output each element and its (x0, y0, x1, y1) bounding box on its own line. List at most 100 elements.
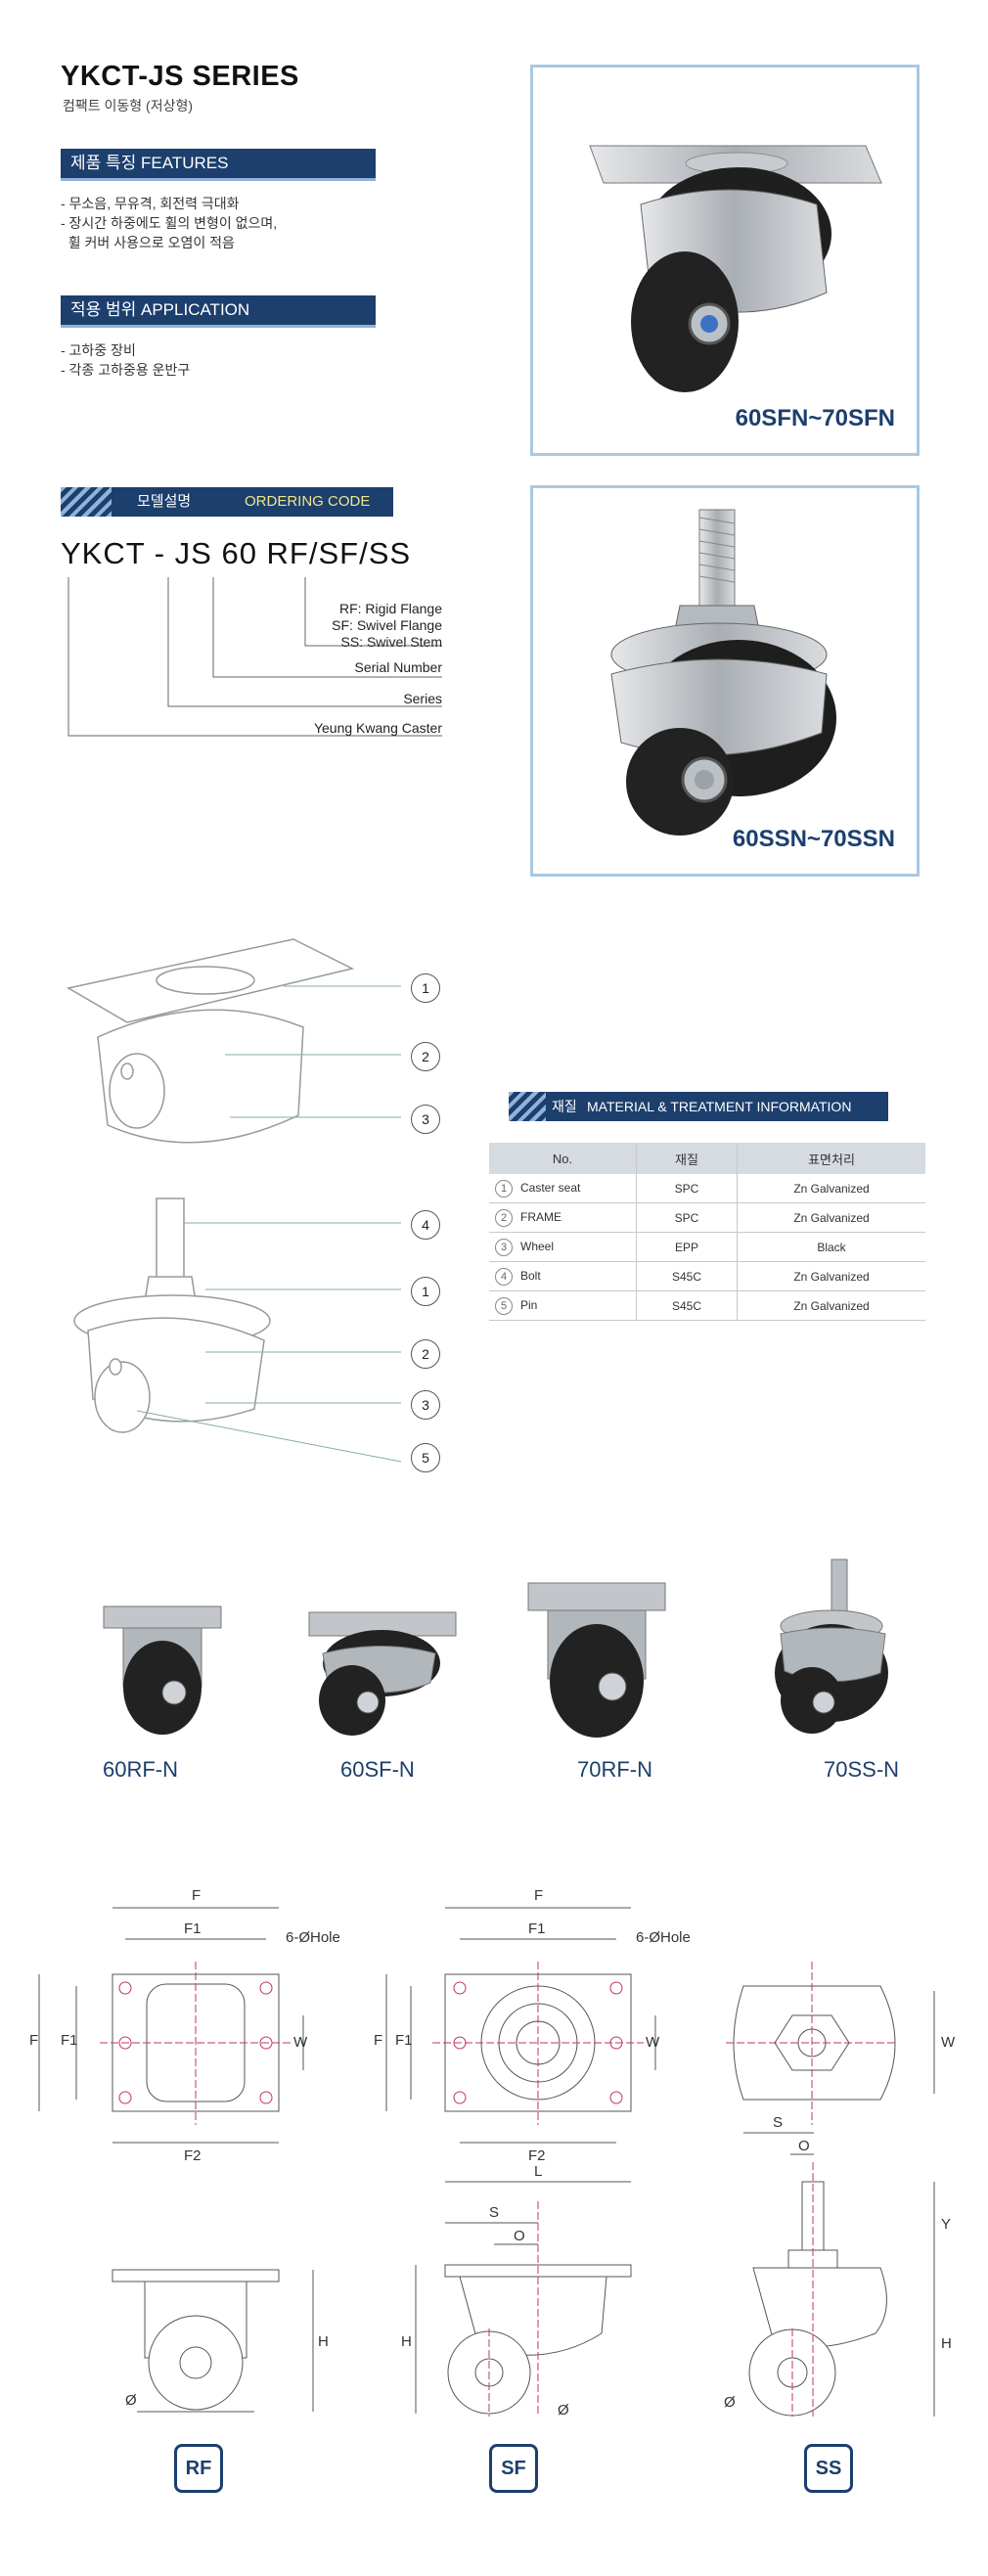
product-70rf-image (527, 1582, 666, 1738)
dim-f1-side-rf: F1 (61, 2032, 78, 2049)
part-cell: 2 FRAME (489, 1202, 637, 1233)
caster-sfn-photo (589, 145, 882, 392)
material-cell: SPC (636, 1202, 738, 1233)
part-name: Bolt (520, 1268, 541, 1283)
dim-h-rf: H (318, 2333, 329, 2350)
type-note-rf: RF: Rigid Flange (338, 601, 442, 616)
features-item: 휠 커버 사용으로 오염이 적음 (61, 235, 235, 250)
ordering-code-leaders (67, 577, 442, 737)
dim-o-ss: O (798, 2138, 810, 2154)
dim-l-sf: L (534, 2163, 542, 2180)
dim-f2-sf: F2 (528, 2147, 546, 2164)
row-number: 5 (495, 1296, 513, 1315)
col-finish: 표면처리 (737, 1143, 925, 1174)
callout-2: 2 (411, 1042, 440, 1071)
callout-5: 5 (411, 1443, 440, 1472)
ordering-code: YKCT - JS 60 RF/SF/SS (61, 536, 412, 570)
ordering-heading: 모델설명 ORDERING CODE (61, 487, 393, 517)
row-number: 3 (495, 1238, 513, 1256)
maker-note: Yeung Kwang Caster (313, 720, 442, 736)
finish-cell: Zn Galvanized (737, 1290, 925, 1321)
dim-f-rf: F (192, 1887, 201, 1904)
callout-1b: 1 (411, 1277, 440, 1306)
finish-cell: Zn Galvanized (737, 1202, 925, 1233)
callout-2b: 2 (411, 1339, 440, 1369)
part-name: Pin (520, 1297, 538, 1312)
product-70ss-image (775, 1559, 888, 1734)
part-name: FRAME (520, 1209, 561, 1224)
row-number: 2 (495, 1208, 513, 1227)
row-number: 4 (495, 1267, 513, 1286)
series-note: Series (403, 691, 442, 706)
finish-cell: Zn Galvanized (737, 1174, 925, 1203)
product-label-70ss: 70SS-N (824, 1757, 900, 1782)
application-item: - 고하중 장비 (61, 342, 136, 358)
material-heading: 재질 MATERIAL & TREATMENT INFORMATION (509, 1092, 888, 1121)
page-title: YKCT-JS SERIES (61, 61, 299, 92)
col-no: No. (489, 1143, 637, 1174)
type-label-rf: RF (174, 2444, 223, 2493)
dim-hole-sf: 6-ØHole (636, 1929, 691, 1946)
material-cell: SPC (636, 1174, 738, 1203)
ordering-heading-kr: 모델설명 (137, 493, 192, 510)
dim-dia-sf: Ø (558, 2402, 569, 2418)
col-material: 재질 (636, 1143, 738, 1174)
photo-box-sfn: 60SFN~70SFN (530, 65, 920, 456)
dim-h-sf: H (401, 2333, 412, 2350)
product-60sf-image (308, 1611, 457, 1736)
dim-dia-ss: Ø (724, 2394, 736, 2411)
dim-f-side-rf: F (29, 2032, 38, 2049)
photo-box-ssn: 60SSN~70SSN (530, 485, 920, 877)
dim-f2-rf: F2 (184, 2147, 202, 2164)
material-cell: EPP (636, 1232, 738, 1262)
material-table: No. 재질 표면처리 1 Caster seat SPC Zn Galvaniz… (489, 1143, 925, 1321)
product-label-60rf: 60RF-N (103, 1757, 179, 1782)
part-name: Caster seat (520, 1180, 581, 1195)
photo-label-ssn: 60SSN~70SSN (732, 826, 895, 852)
page-subtitle: 컴팩트 이동형 (저상형) (63, 98, 194, 113)
dim-s-sf: S (489, 2204, 499, 2221)
dim-w-sf: W (646, 2034, 660, 2051)
row-number: 1 (495, 1179, 513, 1198)
features-heading: 제품 특징 FEATURES (61, 149, 376, 181)
product-label-70rf: 70RF-N (577, 1757, 653, 1782)
callout-3: 3 (411, 1105, 440, 1134)
table-row: 1 Caster seat SPC Zn Galvanized (489, 1174, 925, 1203)
table-row: 2 FRAME SPC Zn Galvanized (489, 1202, 925, 1233)
part-name: Wheel (520, 1239, 555, 1253)
part-cell: 3 Wheel (489, 1232, 637, 1262)
stripe-decoration (509, 1092, 546, 1121)
part-cell: 4 Bolt (489, 1261, 637, 1291)
dim-dia-rf: Ø (125, 2392, 137, 2409)
serial-note: Serial Number (354, 659, 442, 675)
material-heading-kr: 재질 (552, 1099, 577, 1114)
material-heading-en: MATERIAL & TREATMENT INFORMATION (587, 1099, 852, 1114)
dim-w-ss: W (941, 2034, 956, 2051)
dim-w-rf: W (293, 2034, 308, 2051)
type-label-sf: SF (489, 2444, 538, 2493)
material-table-header: No. 재질 표면처리 (489, 1143, 925, 1174)
type-label-ss: SS (804, 2444, 853, 2493)
dim-hole-rf: 6-ØHole (286, 1929, 340, 1946)
caster-line-drawing (66, 938, 402, 1463)
part-cell: 5 Pin (489, 1290, 637, 1321)
application-heading: 적용 범위 APPLICATION (61, 295, 376, 328)
dimension-drawings: F F1 F2 6-ØHole F F1 W F F1 F2 6-ØHole F… (29, 1887, 956, 2418)
type-note-sf: SF: Swivel Flange (332, 617, 442, 633)
dim-y-ss: Y (941, 2216, 951, 2233)
dim-s-ss: S (773, 2114, 783, 2131)
caster-ssn-photo (610, 509, 836, 836)
callout-4: 4 (411, 1210, 440, 1240)
dim-h-ss: H (941, 2335, 952, 2352)
callout-3b: 3 (411, 1390, 440, 1420)
dim-f-sf: F (534, 1887, 543, 1904)
features-item: - 무소음, 무유격, 회전력 극대화 (61, 196, 240, 211)
type-note-ss: SS: Swivel Stem (340, 634, 442, 650)
product-label-60sf: 60SF-N (340, 1757, 415, 1782)
application-list: - 고하중 장비 - 각종 고하중용 운반구 (61, 340, 190, 380)
application-item: - 각종 고하중용 운반구 (61, 362, 191, 378)
features-item: - 장시간 하중에도 휠의 변형이 없으며, (61, 215, 278, 231)
dim-f1-rf: F1 (184, 1921, 202, 1937)
